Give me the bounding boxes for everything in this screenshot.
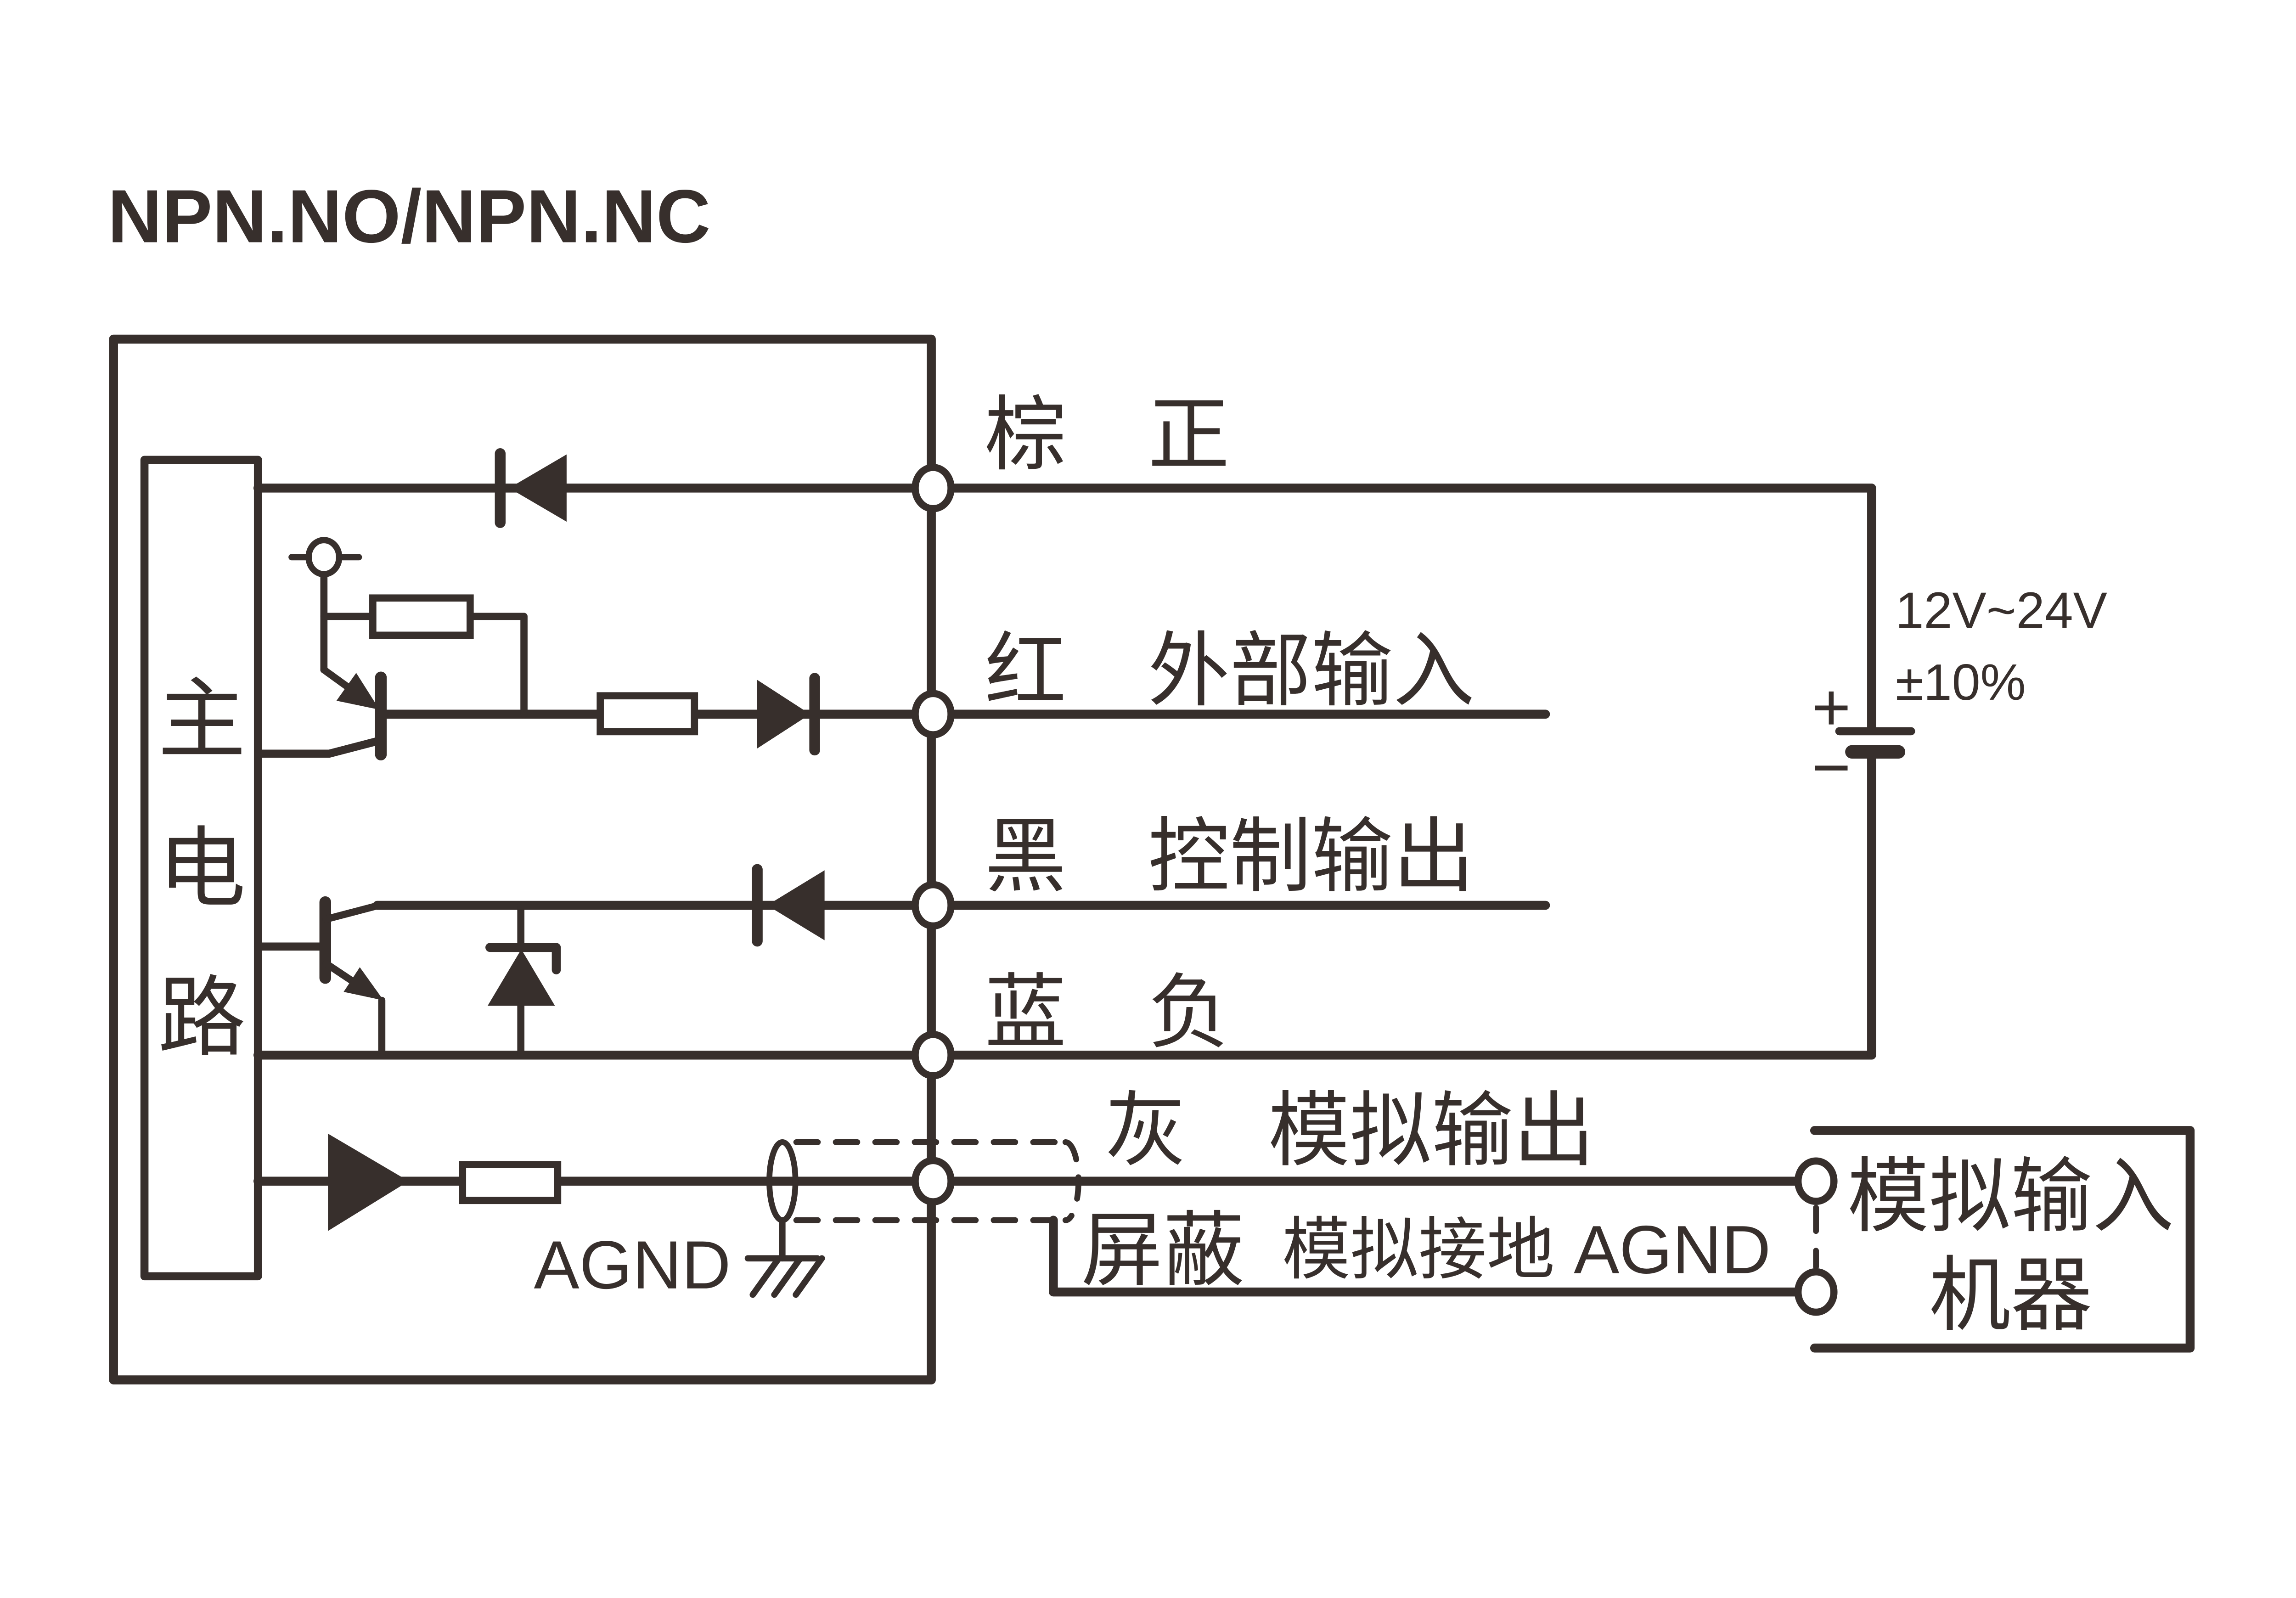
- wire-brown: [253, 484, 1876, 733]
- main-circuit-label-2: 电: [158, 820, 246, 918]
- output-diode: [752, 864, 825, 947]
- terminal-blue-icon: [912, 1031, 955, 1080]
- sensor-outline-box: [109, 334, 936, 1384]
- input-transistor-emitter: [320, 666, 352, 691]
- input-transistor-collector: [253, 736, 385, 758]
- device-terminal-gray-icon: [1794, 1157, 1838, 1205]
- label-wire-red: 红 外部输入: [985, 625, 1474, 716]
- label-wire-blue: 蓝 负: [985, 967, 1229, 1058]
- main-circuit-box: [140, 456, 262, 1281]
- page-title: NPN.NO/NPN.NC: [107, 174, 710, 259]
- zener-bar: [485, 943, 561, 974]
- label-wire-black: 黑 控制输出: [985, 811, 1474, 902]
- device-box-label-line2: 机器: [1929, 1249, 2093, 1341]
- cable-shield-end-arc: [1062, 1139, 1081, 1223]
- supply-tolerance-label: ±10%: [1896, 653, 2026, 711]
- input-diode-triangle-icon: [757, 680, 810, 749]
- label-wire-brown: 棕 正: [985, 389, 1229, 480]
- ground-slash-2: [771, 1255, 804, 1298]
- battery-minus-sign: −: [1812, 730, 1851, 805]
- output-transistor: [253, 896, 386, 1059]
- wire-shield: [1049, 1215, 1802, 1297]
- analog-device-box: 模拟输入 机器: [1794, 1126, 2195, 1353]
- input-transistor: [253, 537, 528, 760]
- terminal-black-icon: [912, 881, 955, 930]
- device-box-label-line1: 模拟输入: [1847, 1151, 2174, 1242]
- supply-diode-triangle-icon: [509, 454, 567, 522]
- feedback-resistor-icon: [369, 594, 474, 639]
- label-shield: 屏蔽: [1081, 1204, 1244, 1296]
- zener-triangle-icon: [487, 949, 555, 1006]
- output-transistor-collector: [322, 901, 383, 923]
- agnd-label: AGND: [534, 1227, 731, 1303]
- supply-voltage-label: 12V~24V: [1896, 582, 2107, 639]
- device-terminal-shield-icon: [1794, 1268, 1838, 1316]
- amplifier-icon: [328, 1133, 409, 1231]
- label-shield-desc: 模拟接地 AGND: [1282, 1212, 1771, 1288]
- agnd-ground: [744, 1217, 825, 1298]
- battery: + −: [1812, 670, 1915, 805]
- label-wire-gray: 灰 模拟输出: [1105, 1085, 1595, 1176]
- battery-plus-sign: +: [1812, 670, 1851, 745]
- terminal-red-icon: [912, 690, 955, 739]
- feedback-right-lead: [467, 613, 528, 718]
- zener-diode: [485, 901, 561, 1059]
- terminal-gray-icon: [912, 1157, 955, 1206]
- device-box-outline: [1810, 1126, 2195, 1353]
- input-transistor-arrow-icon: [336, 673, 380, 710]
- input-series-resistor-icon: [597, 692, 698, 736]
- main-circuit-label-1: 主: [158, 670, 246, 769]
- supply-diode: [495, 448, 567, 528]
- wiring-diagram-page: NPN.NO/NPN.NC 主 电 路: [107, 174, 2195, 1384]
- output-transistor-arrow-icon: [343, 967, 384, 1001]
- output-transistor-emitter: [322, 960, 358, 986]
- npn-wiring-diagram: NPN.NO/NPN.NC 主 电 路: [107, 174, 2195, 1384]
- output-diode-triangle-icon: [767, 870, 825, 940]
- input-diode: [757, 673, 820, 756]
- ground-slash-3: [793, 1255, 825, 1298]
- main-circuit-label-3: 路: [158, 968, 246, 1067]
- adjust-terminal-icon: [305, 537, 343, 578]
- ground-slash-1: [749, 1255, 782, 1298]
- analog-series-resistor-icon: [459, 1161, 562, 1204]
- terminal-brown-icon: [912, 464, 955, 512]
